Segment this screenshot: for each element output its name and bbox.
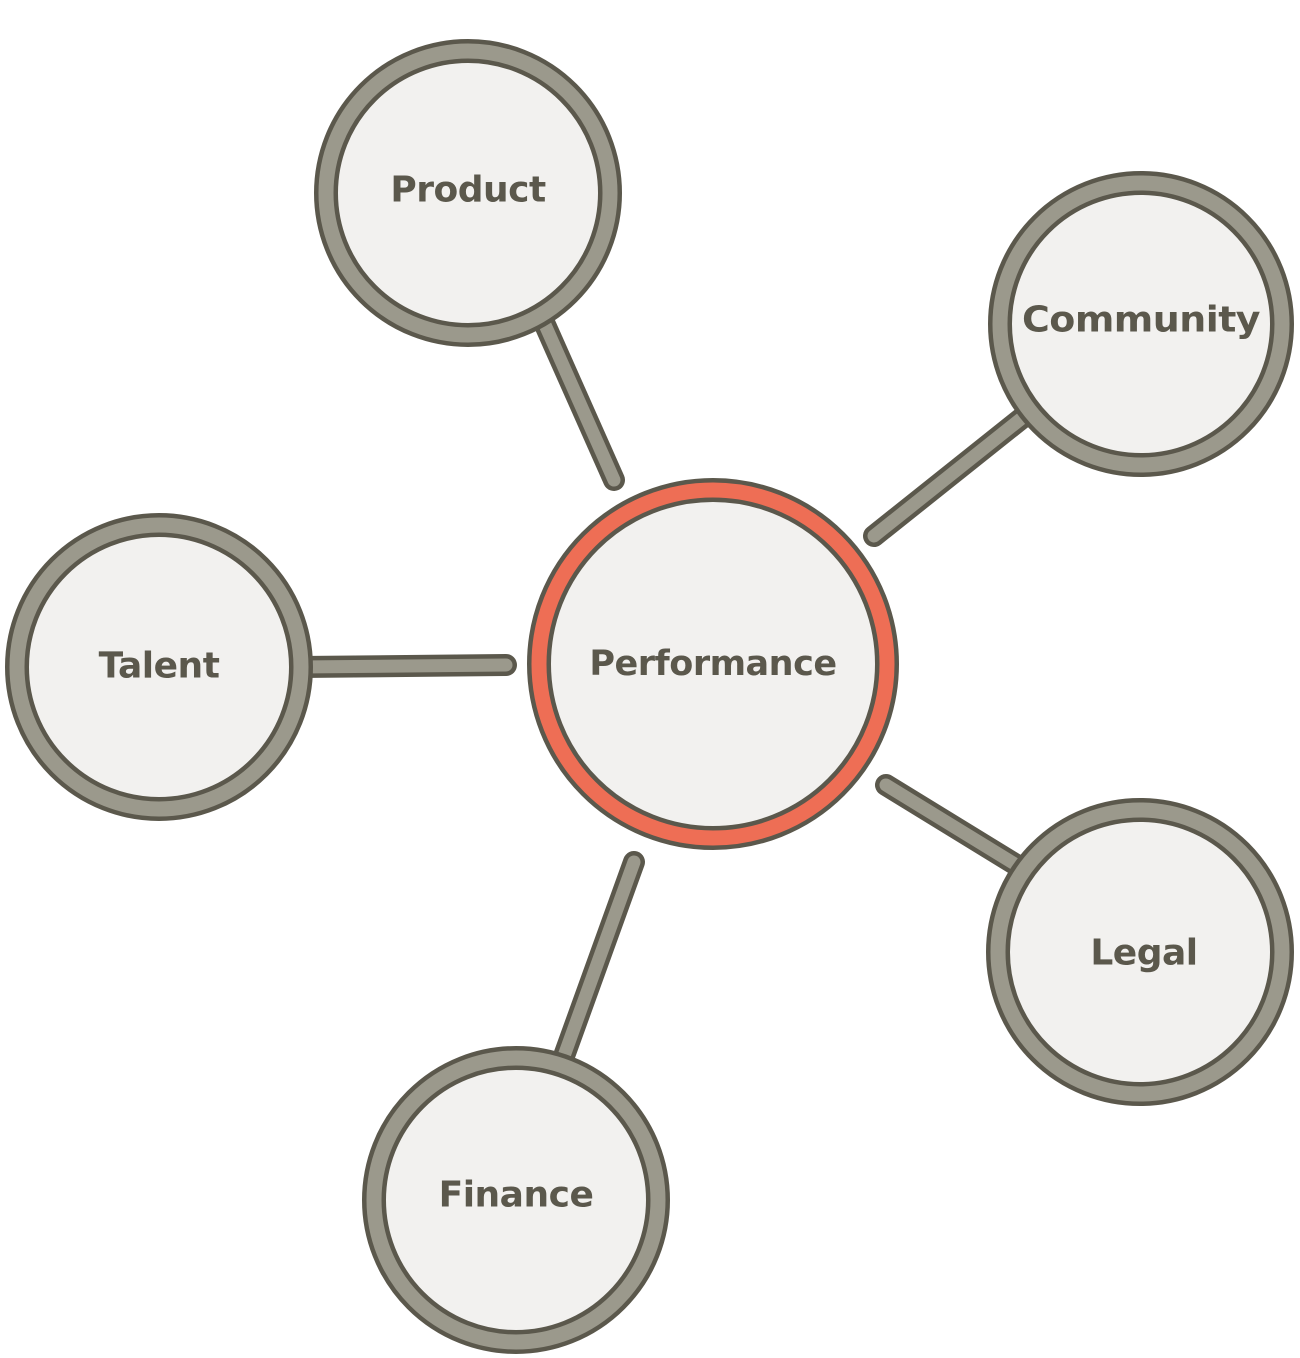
connector-product	[531, 307, 625, 491]
node-talent: Talent	[5, 513, 313, 821]
center-node-performance: Performance	[527, 478, 899, 850]
node-legal: Legal	[986, 798, 1294, 1106]
center-label: Performance	[589, 644, 836, 684]
node-label-legal: Legal	[1090, 933, 1197, 974]
connector-legal	[875, 774, 1029, 877]
node-finance: Finance	[362, 1046, 670, 1354]
node-product: Product	[314, 39, 622, 347]
node-community: Community	[988, 171, 1294, 477]
node-label-product: Product	[390, 170, 546, 211]
connectors	[289, 307, 1033, 1067]
connector-community	[863, 407, 1033, 547]
node-label-talent: Talent	[99, 646, 220, 687]
connector-talent	[289, 654, 517, 678]
node-label-finance: Finance	[439, 1175, 594, 1216]
node-label-community: Community	[1022, 300, 1260, 341]
connector-finance	[553, 851, 645, 1067]
